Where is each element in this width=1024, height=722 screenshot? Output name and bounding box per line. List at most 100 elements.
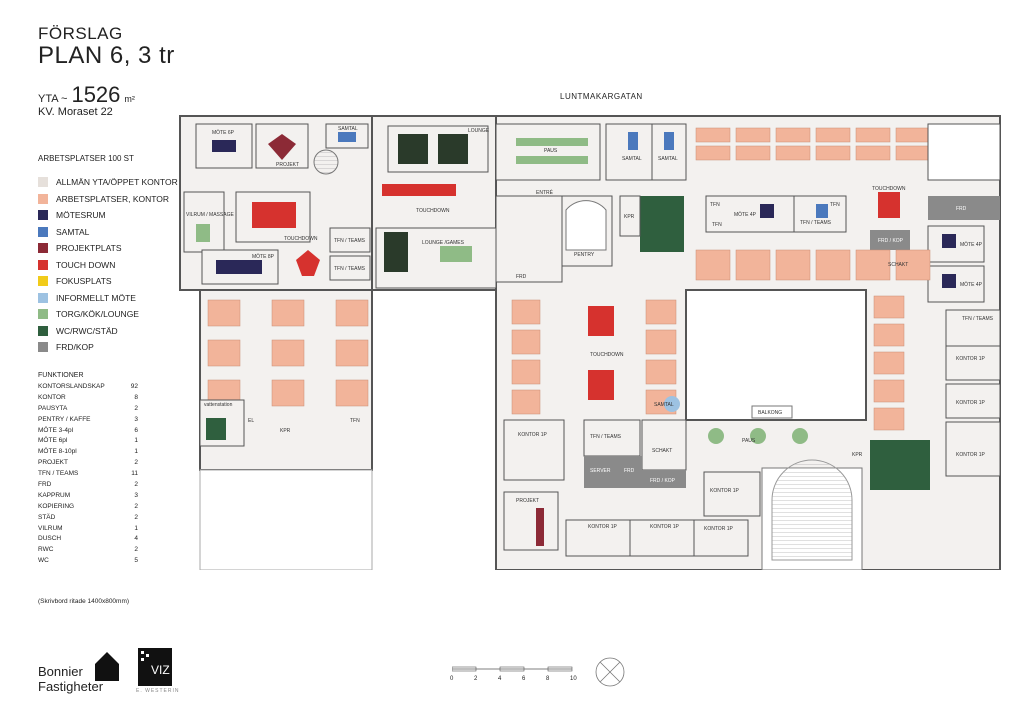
area-block: YTA ~ 1526 m² — [38, 82, 135, 108]
label-touchdown-left: TOUCHDOWN — [284, 236, 318, 242]
table-projekt-b — [536, 508, 544, 546]
scale-label: 4 — [498, 676, 502, 682]
function-count: 5 — [134, 557, 138, 565]
legend-swatch — [38, 177, 48, 188]
label-tfn-teams-a: TFN / TEAMS — [334, 238, 366, 244]
frd-kop — [870, 230, 910, 250]
legend-item: WC/RWC/STÄD — [38, 323, 198, 340]
balkong — [751, 405, 793, 419]
legend-swatch — [38, 210, 48, 221]
games-sofa — [384, 232, 408, 272]
desk — [511, 389, 541, 415]
label-frd-bottom: FRD — [624, 468, 635, 474]
label-kontor-g: KONTOR 1P — [956, 452, 985, 458]
label-tfn-c: TFN — [350, 418, 360, 424]
legend-swatch — [38, 243, 48, 254]
desk — [645, 329, 677, 355]
label-vattenstation: vattenstation — [204, 402, 233, 408]
legend-swatch — [38, 193, 48, 204]
function-count: 2 — [134, 481, 138, 489]
desk — [775, 127, 811, 143]
area-value: 1526 — [71, 82, 121, 107]
desk-group-top — [695, 127, 931, 161]
legend-label: PROJEKTPLATS — [56, 243, 122, 254]
label-projekt-b: PROJEKT — [516, 498, 539, 504]
label-kpr-a: KPR — [624, 214, 635, 220]
function-name: KOPIERING — [38, 502, 75, 510]
table-mote8p — [216, 260, 262, 274]
company-name-line1: Bonnier — [38, 664, 83, 679]
legend-item: TORG/KÖK/LOUNGE — [38, 306, 198, 323]
desk — [511, 359, 541, 385]
label-mote4p-b: MÖTE 4P — [960, 241, 983, 248]
table-samtal-a — [338, 132, 356, 142]
function-count: 92 — [130, 383, 138, 390]
touchdown-center-a — [588, 306, 614, 336]
desk-note: (Skrivbord ritade 1400x800mm) — [38, 598, 130, 605]
desk — [335, 339, 369, 367]
legend-label: MÖTESRUM — [56, 210, 106, 221]
label-tfn-teams-b: TFN / TEAMS — [334, 266, 366, 272]
function-name: DUSCH — [38, 535, 62, 543]
table-mote4p-a — [760, 204, 774, 218]
company-logo: Bonnier Fastigheter — [38, 652, 119, 694]
desk — [735, 127, 771, 143]
frd-right — [928, 196, 1000, 220]
function-name: RWC — [38, 546, 54, 554]
frd-kop-b — [642, 470, 686, 488]
table-tfn-teams-c — [816, 204, 828, 218]
wc-east — [870, 440, 930, 490]
label-tfn-a: TFN — [710, 202, 720, 208]
function-count: 2 — [134, 502, 138, 510]
label-frd-mid: FRD — [516, 274, 527, 280]
wc-center — [640, 196, 684, 252]
label-kontor-e: KONTOR 1P — [956, 356, 985, 362]
architect-caption: E. WESTERIN — [136, 688, 180, 694]
wc-west — [206, 418, 226, 440]
desk — [775, 145, 811, 161]
legend-item: FOKUSPLATS — [38, 273, 198, 290]
label-schakt-b: SCHAKT — [652, 448, 672, 454]
label-balkong: BALKONG — [758, 410, 782, 416]
room-kontor-f — [945, 383, 1001, 419]
function-count: 6 — [134, 426, 138, 434]
legend-item: FRD/KOP — [38, 339, 198, 356]
legend-swatch — [38, 325, 48, 336]
label-paus-bottom: PAUS — [742, 438, 756, 444]
function-count: 4 — [134, 535, 138, 543]
function-count: 1 — [134, 448, 138, 456]
desk — [815, 145, 851, 161]
label-frd-kop-b: FRD / KOP — [650, 478, 676, 484]
function-count: 3 — [134, 491, 138, 499]
label-mote4p-a: MÖTE 4P — [734, 211, 757, 218]
table-projekt-a — [268, 134, 296, 160]
function-name: STÄD — [38, 513, 56, 521]
function-name: WC — [38, 557, 49, 565]
label-kontor-b: KONTOR 1P — [710, 488, 739, 494]
pingpong-table — [440, 246, 472, 262]
label-samtal-d: SAMTAL — [654, 402, 674, 408]
pentry-counter — [565, 200, 607, 251]
room-paus-top — [495, 123, 601, 181]
street-name: LUNTMAKARGATAN — [560, 92, 643, 101]
desk — [735, 145, 771, 161]
legend-item: MÖTESRUM — [38, 207, 198, 224]
function-count: 1 — [134, 437, 138, 445]
label-samtal-c: SAMTAL — [658, 156, 678, 162]
label-tfn-teams-c: TFN / TEAMS — [800, 220, 832, 226]
table-mote4p-c — [942, 274, 956, 288]
area-unit: m² — [124, 94, 135, 104]
legend-label: TOUCH DOWN — [56, 259, 116, 270]
label-touchdown-mid: TOUCHDOWN — [416, 208, 450, 214]
desk — [775, 249, 811, 281]
function-name: PAUSYTA — [38, 404, 68, 412]
paus-bottom-a — [708, 428, 724, 444]
legend-swatch — [38, 226, 48, 237]
room-schakt-a — [641, 419, 687, 471]
legend-label: ARBETSPLATSER, KONTOR — [56, 193, 170, 204]
page-subtitle: FÖRSLAG — [38, 24, 123, 43]
